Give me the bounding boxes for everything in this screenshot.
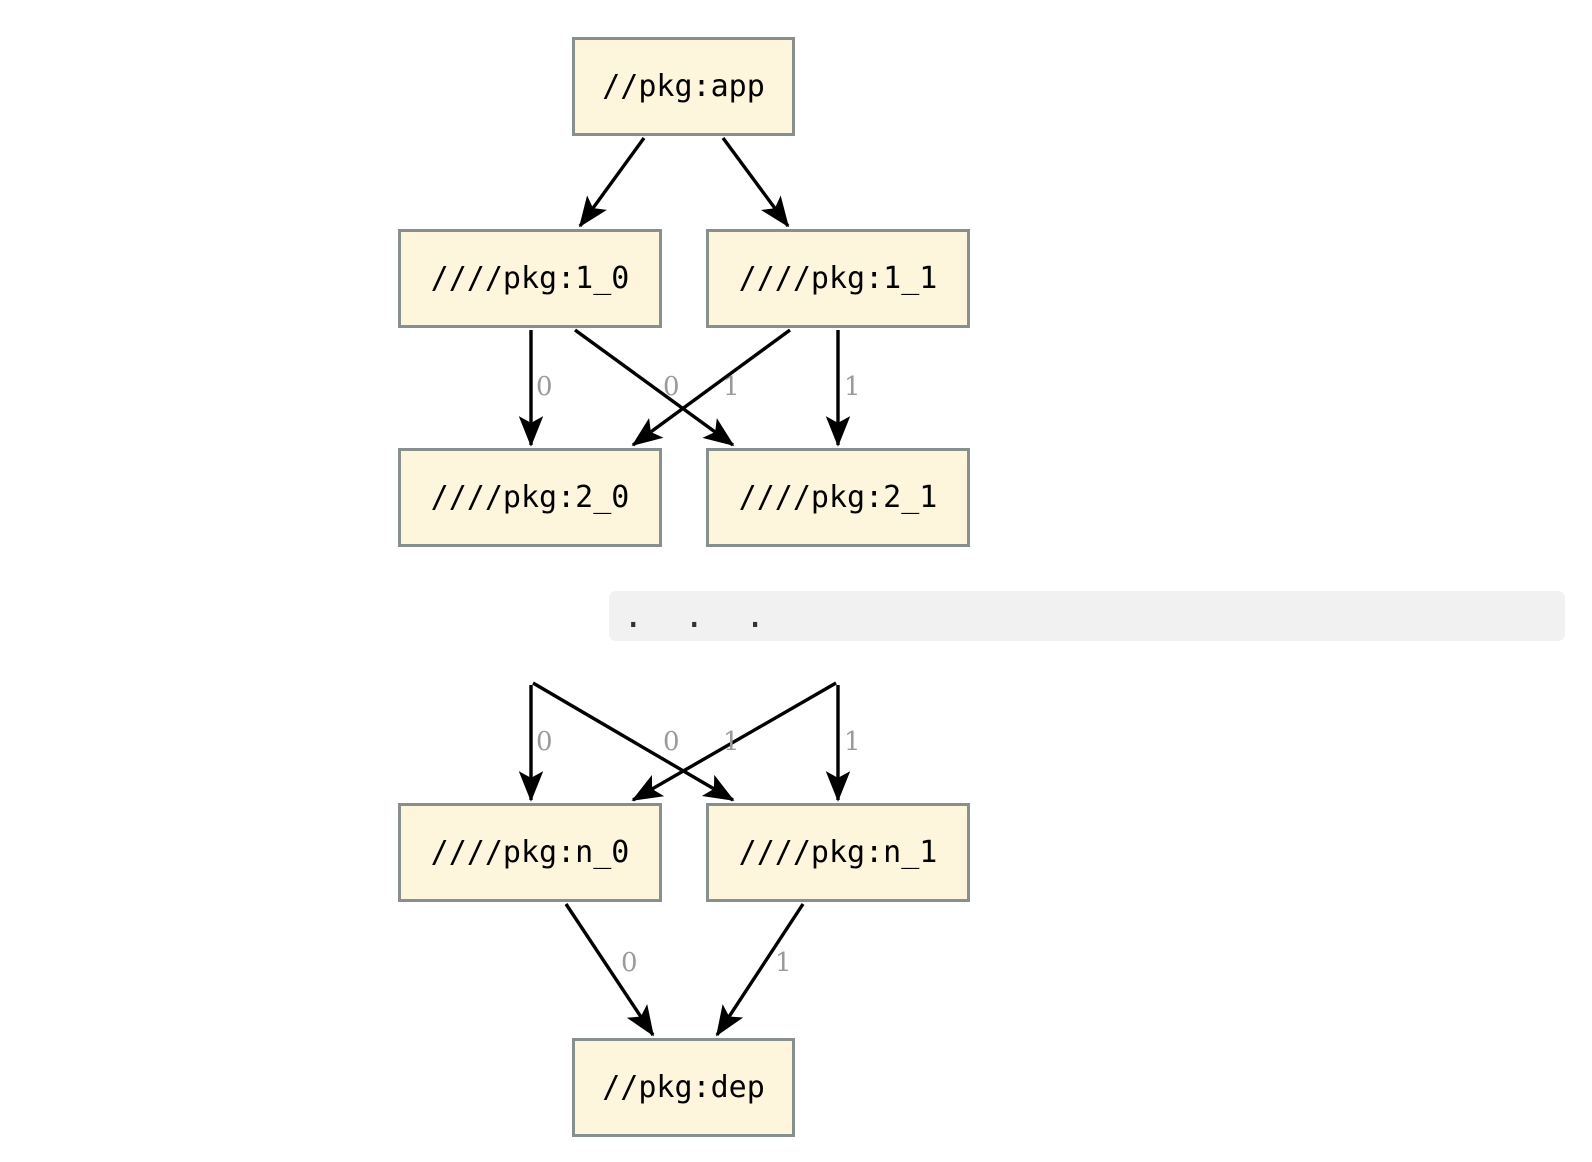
- edge-label-e-n_1-dep: 1: [775, 948, 792, 978]
- edge-label-e-top-n_1: 0: [663, 727, 680, 757]
- edge-label-e-top2-n_0: 1: [723, 727, 740, 757]
- edges-group: [518, 136, 851, 1037]
- edge-label-e-1_1-2_1: 1: [844, 372, 861, 402]
- node-n1_1[interactable]: ////pkg:1_1: [706, 229, 970, 328]
- node-label: ////pkg:2_1: [738, 480, 938, 515]
- node-n1_0[interactable]: ////pkg:1_0: [398, 229, 662, 328]
- e-top-n_1: [532, 681, 735, 802]
- edge-label-e-top2-n_1: 1: [844, 727, 861, 757]
- node-label: ////pkg:2_0: [430, 480, 630, 515]
- edge-label-e-1_1-2_0: 1: [723, 372, 740, 402]
- e-app-1_1: [721, 136, 790, 228]
- node-n2_1[interactable]: ////pkg:2_1: [706, 448, 970, 547]
- edge-label-e-1_0-2_1: 0: [663, 372, 680, 402]
- ellipsis-dots: . . .: [623, 596, 776, 636]
- node-n2_0[interactable]: ////pkg:2_0: [398, 448, 662, 547]
- e-app-1_0: [578, 137, 646, 228]
- e-top2-n_0: [631, 681, 837, 802]
- edge-label-e-n_0-dep: 0: [621, 948, 638, 978]
- node-label: //pkg:app: [602, 69, 765, 104]
- e-1_1-2_0: [631, 328, 792, 447]
- edge-label-e-1_0-2_0: 0: [536, 372, 553, 402]
- node-label: ////pkg:n_0: [430, 835, 630, 870]
- node-nn_0[interactable]: ////pkg:n_0: [398, 803, 662, 902]
- edge-label-e-top-n_0: 0: [536, 727, 553, 757]
- node-label: //pkg:dep: [602, 1070, 765, 1105]
- node-label: ////pkg:n_1: [738, 835, 938, 870]
- e-n_0-dep: [564, 903, 655, 1037]
- node-nn_1[interactable]: ////pkg:n_1: [706, 803, 970, 902]
- e-1_0-2_1: [573, 328, 735, 447]
- node-label: ////pkg:1_1: [738, 261, 938, 296]
- node-app[interactable]: //pkg:app: [572, 37, 795, 136]
- node-label: ////pkg:1_0: [430, 261, 630, 296]
- ellipsis-band: . . .: [609, 591, 1565, 641]
- node-dep[interactable]: //pkg:dep: [572, 1038, 795, 1137]
- e-n_1-dep: [715, 903, 805, 1037]
